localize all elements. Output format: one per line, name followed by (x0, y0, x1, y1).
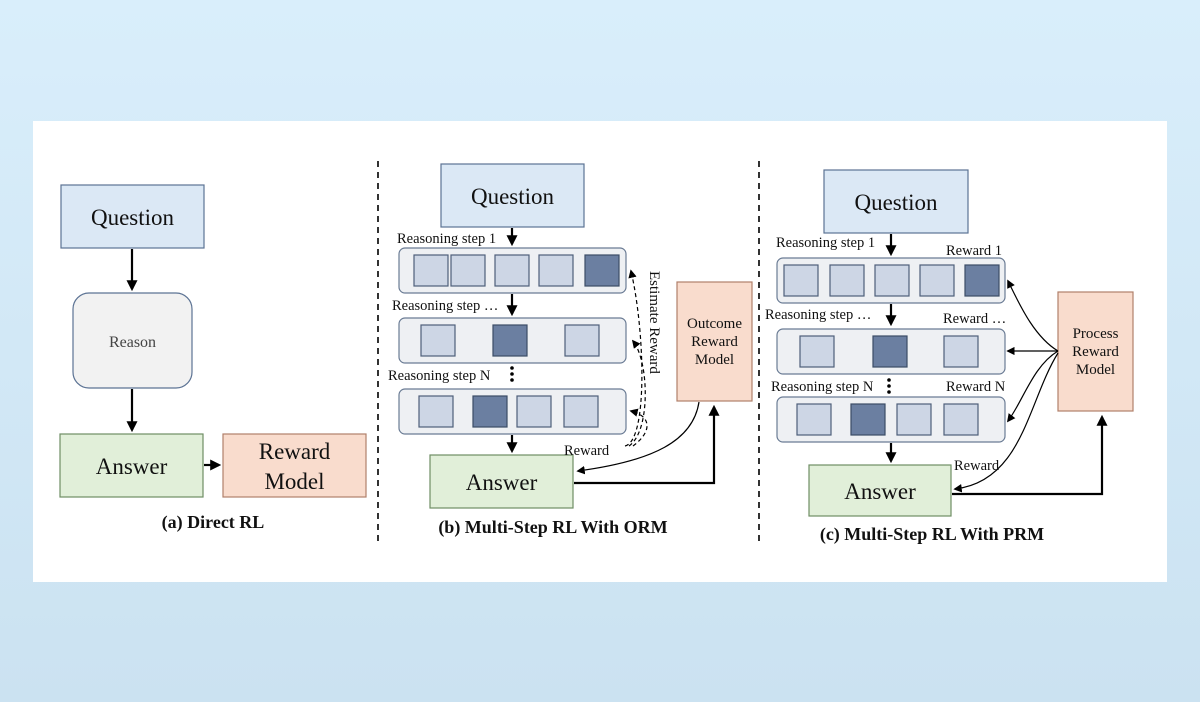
token (413, 254, 449, 287)
prm-box (1057, 291, 1134, 412)
answer-label: Answer (466, 470, 538, 495)
caption-b: (b) Multi-Step RL With ORM (438, 517, 667, 538)
question-box (440, 163, 585, 228)
estimate-reward-label: Estimate Reward (646, 271, 662, 374)
question-label: Question (471, 184, 555, 209)
token-highlight (472, 395, 508, 428)
token-highlight (492, 324, 528, 357)
token-highlight (584, 254, 620, 287)
answer-box (808, 464, 952, 517)
panel-direct-rl: Question Reason Answer Reward Model (a) … (59, 184, 367, 533)
orm-label-3: Model (695, 352, 734, 368)
step-1-label: Reasoning step 1 (776, 235, 875, 251)
token (943, 335, 979, 368)
answer-box (429, 454, 574, 509)
figure-panel: Question Reason Answer Reward Model (a) … (33, 121, 1167, 582)
token (418, 395, 454, 428)
reason-label: Reason (109, 334, 156, 351)
caption-a: (a) Direct RL (162, 512, 265, 533)
reward-mid-label: Reward … (943, 311, 1006, 327)
reward-label: Reward (564, 443, 610, 459)
reward-model-box (222, 433, 367, 498)
token (494, 254, 530, 287)
prm-label-3: Model (1076, 362, 1115, 378)
step-n-label: Reasoning step N (388, 368, 491, 384)
token (799, 335, 835, 368)
answer-box (59, 433, 204, 498)
answer-label: Answer (96, 454, 168, 479)
token (896, 403, 932, 436)
token (563, 395, 599, 428)
panel-prm: Question Reasoning step 1 Reward 1 Reaso… (765, 169, 1134, 545)
token-highlight (850, 403, 886, 436)
token (796, 403, 832, 436)
prm-label-2: Reward (1072, 344, 1119, 360)
orm-label-1: Outcome (687, 316, 742, 332)
orm-label-2: Reward (691, 334, 738, 350)
reward-n-label: Reward N (946, 379, 1006, 395)
question-label: Question (91, 205, 175, 230)
question-box (823, 169, 969, 234)
token (516, 395, 552, 428)
step-n-label: Reasoning step N (771, 379, 874, 395)
reward-label: Reward (954, 458, 1000, 474)
question-box (60, 184, 205, 249)
step-1-label: Reasoning step 1 (397, 231, 496, 247)
caption-c: (c) Multi-Step RL With PRM (820, 524, 1044, 545)
token-highlight (964, 264, 1000, 297)
step-mid-label: Reasoning step … (765, 307, 871, 323)
token (450, 254, 486, 287)
step-mid-label: Reasoning step … (392, 298, 498, 314)
token (874, 264, 910, 297)
token (564, 324, 600, 357)
orm-box (676, 281, 753, 402)
token (420, 324, 456, 357)
token (919, 264, 955, 297)
prm-label-1: Process (1073, 326, 1119, 342)
reason-box (72, 292, 193, 389)
panel-orm: Question Reasoning step 1 Reasoning step… (388, 163, 753, 538)
token (829, 264, 865, 297)
reward-model-label-1: Reward (259, 439, 331, 464)
answer-label: Answer (844, 479, 916, 504)
token-highlight (872, 335, 908, 368)
rl-diagram: Question Reason Answer Reward Model (a) … (59, 161, 1134, 545)
token (538, 254, 574, 287)
token (943, 403, 979, 436)
token (783, 264, 819, 297)
reward-model-label-2: Model (264, 469, 324, 494)
reward-1-label: Reward 1 (946, 243, 1002, 259)
question-label: Question (854, 190, 938, 215)
